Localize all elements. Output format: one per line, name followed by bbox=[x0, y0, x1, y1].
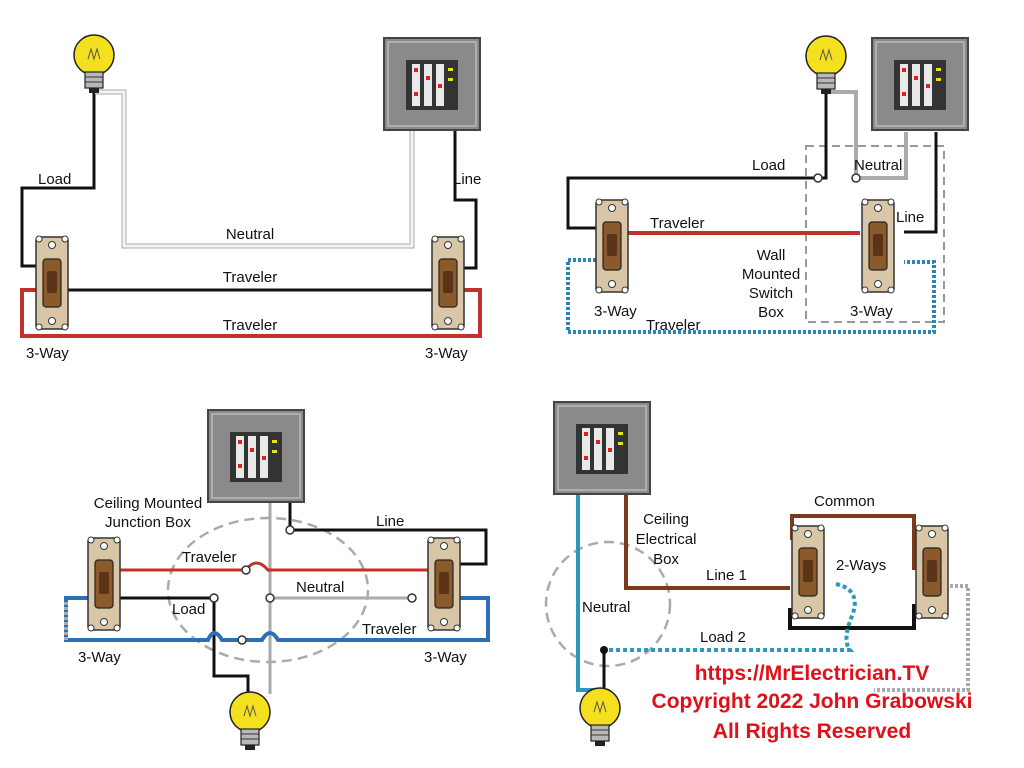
d4-bulb-icon bbox=[579, 687, 621, 747]
d3-traveler-top-label: Traveler bbox=[182, 549, 236, 566]
d4-line1-label: Line 1 bbox=[706, 567, 747, 584]
d4-box-label-3: Box bbox=[653, 551, 679, 568]
d1-panel-icon bbox=[383, 37, 481, 131]
d1-traveler-bottom-label: Traveler bbox=[223, 317, 277, 334]
copyright-line-2: Copyright 2022 John Grabowski bbox=[652, 690, 973, 713]
d2-box-label-4: Box bbox=[758, 304, 784, 321]
d2-switch-left-label: 3-Way bbox=[594, 303, 637, 320]
d3-switch-left-icon bbox=[87, 536, 121, 632]
d2-wires bbox=[566, 90, 938, 334]
d2-box-label-2: Mounted bbox=[742, 266, 800, 283]
d1-switch-left-label: 3-Way bbox=[26, 345, 69, 362]
d4-ceiling-box-outline bbox=[544, 540, 672, 668]
d3-load-label: Load bbox=[172, 601, 205, 618]
d3-switch-right-label: 3-Way bbox=[424, 649, 467, 666]
d2-box-label-3: Switch bbox=[749, 285, 793, 302]
d2-switch-right-label: 3-Way bbox=[850, 303, 893, 320]
diagram-2: Load Neutral Line Traveler Wall Mounted … bbox=[566, 35, 969, 334]
d4-common-label: Common bbox=[814, 493, 875, 510]
d3-traveler-bottom-label: Traveler bbox=[362, 621, 416, 638]
copyright-url: https://MrElectrician.TV bbox=[695, 662, 930, 685]
d3-panel-icon bbox=[207, 409, 305, 503]
d1-switch-right-label: 3-Way bbox=[425, 345, 468, 362]
d1-switch-right-icon bbox=[431, 235, 465, 331]
d3-junction-outline bbox=[166, 516, 370, 664]
d1-line-label: Line bbox=[453, 171, 481, 188]
d4-load2-label: Load 2 bbox=[700, 629, 746, 646]
d3-junction-label-2: Junction Box bbox=[105, 514, 191, 531]
d4-switch-right-icon bbox=[915, 524, 949, 620]
d3-switch-right-icon bbox=[427, 536, 461, 632]
d1-traveler-top-label: Traveler bbox=[223, 269, 277, 286]
d1-neutral-label: Neutral bbox=[226, 226, 274, 243]
d1-switch-left-icon bbox=[35, 235, 69, 331]
copyright-line-3: All Rights Reserved bbox=[713, 720, 911, 743]
d4-neutral-label: Neutral bbox=[582, 599, 630, 616]
d1-wires bbox=[20, 89, 482, 338]
d1-bulb-icon bbox=[73, 34, 115, 94]
d2-neutral-label: Neutral bbox=[854, 157, 902, 174]
d3-line-label: Line bbox=[376, 513, 404, 530]
d3-bulb-icon bbox=[229, 691, 271, 751]
d2-bulb-icon bbox=[805, 35, 847, 95]
d2-load-label: Load bbox=[752, 157, 785, 174]
d2-switch-left-icon bbox=[595, 198, 629, 294]
d3-switch-left-label: 3-Way bbox=[78, 649, 121, 666]
d2-line-label: Line bbox=[896, 209, 924, 226]
diagram-3: Ceiling Mounted Junction Box Line Travel… bbox=[64, 409, 490, 751]
d4-box-label-1: Ceiling bbox=[643, 511, 689, 528]
d2-traveler-top-label: Traveler bbox=[650, 215, 704, 232]
d4-two-ways-label: 2-Ways bbox=[836, 557, 886, 574]
d4-panel-icon bbox=[553, 401, 651, 495]
d3-junction-label-1: Ceiling Mounted bbox=[94, 495, 202, 512]
d3-neutral-label: Neutral bbox=[296, 579, 344, 596]
d1-load-label: Load bbox=[38, 171, 71, 188]
d2-traveler-bottom-label: Traveler bbox=[646, 317, 700, 334]
copyright-block: https://MrElectrician.TV Copyright 2022 … bbox=[652, 662, 973, 743]
d2-panel-icon bbox=[871, 37, 969, 131]
d2-switch-right-icon bbox=[861, 198, 895, 294]
diagram-1: Load Line Neutral Traveler Traveler 3-Wa… bbox=[20, 34, 482, 362]
diagram-4: Ceiling Electrical Box Common Line 1 2-W… bbox=[544, 401, 970, 747]
d4-switch-left-icon bbox=[791, 524, 825, 620]
d4-box-label-2: Electrical bbox=[636, 531, 697, 548]
d2-box-label-1: Wall bbox=[757, 247, 786, 264]
d4-wires bbox=[576, 494, 970, 692]
